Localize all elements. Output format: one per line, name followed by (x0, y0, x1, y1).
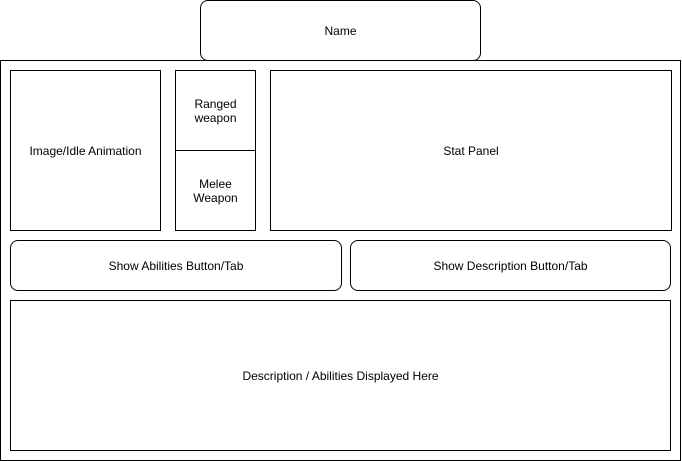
image-idle-animation-label: Image/Idle Animation (29, 143, 142, 158)
melee-weapon-box: Melee Weapon (175, 150, 256, 231)
stat-panel: Stat Panel (270, 70, 672, 231)
display-area-label: Description / Abilities Displayed Here (242, 368, 439, 383)
melee-weapon-label: Melee Weapon (193, 176, 238, 205)
description-abilities-display-area: Description / Abilities Displayed Here (10, 300, 671, 451)
show-abilities-button[interactable]: Show Abilities Button/Tab (10, 240, 342, 291)
ranged-weapon-box: Ranged weapon (175, 70, 256, 151)
image-idle-animation-box: Image/Idle Animation (10, 70, 161, 231)
show-description-label: Show Description Button/Tab (433, 258, 588, 273)
show-abilities-label: Show Abilities Button/Tab (108, 258, 244, 273)
show-description-button[interactable]: Show Description Button/Tab (350, 240, 671, 291)
ranged-weapon-label: Ranged weapon (194, 96, 237, 125)
name-label: Name (324, 23, 357, 38)
stat-panel-label: Stat Panel (443, 143, 499, 158)
name-box: Name (200, 0, 481, 61)
